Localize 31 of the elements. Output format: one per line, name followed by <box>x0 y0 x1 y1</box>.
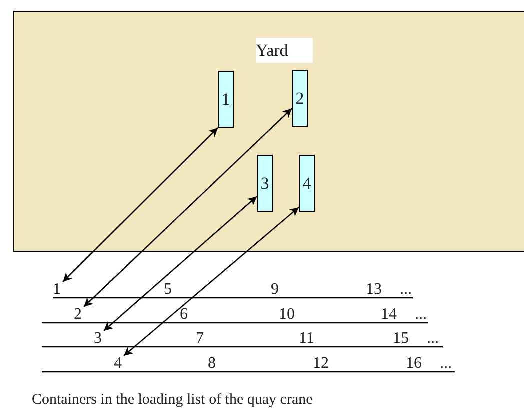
list-number: ... <box>400 281 412 299</box>
double-arrow <box>124 206 300 356</box>
double-arrow <box>84 108 292 308</box>
container-box: 3 <box>257 155 273 212</box>
list-number: 4 <box>114 355 122 373</box>
list-number: 14 <box>381 306 397 324</box>
list-number: 9 <box>271 281 279 299</box>
container-box: 1 <box>218 71 234 128</box>
list-number: 13 <box>366 281 382 299</box>
list-number: 8 <box>208 355 216 373</box>
list-number: 5 <box>164 281 172 299</box>
yard-title: Yard <box>256 38 313 63</box>
list-number: ... <box>427 330 439 348</box>
container-box: 4 <box>299 155 315 212</box>
list-number: 3 <box>94 330 102 348</box>
caption: Containers in the loading list of the quay crane <box>32 392 313 409</box>
double-arrow <box>104 196 258 332</box>
list-number: 15 <box>393 330 409 348</box>
list-number: 16 <box>406 355 422 373</box>
double-arrow <box>62 128 218 282</box>
list-number: 12 <box>313 355 329 373</box>
list-number: 6 <box>180 306 188 324</box>
yard-area <box>13 11 524 252</box>
list-number: ... <box>440 355 452 373</box>
list-number: ... <box>415 306 427 324</box>
list-number: 10 <box>279 306 295 324</box>
list-number: 11 <box>299 330 314 348</box>
container-box: 2 <box>292 70 308 127</box>
list-number: 2 <box>74 306 82 324</box>
list-number: 1 <box>53 281 61 299</box>
list-number: 7 <box>196 330 204 348</box>
